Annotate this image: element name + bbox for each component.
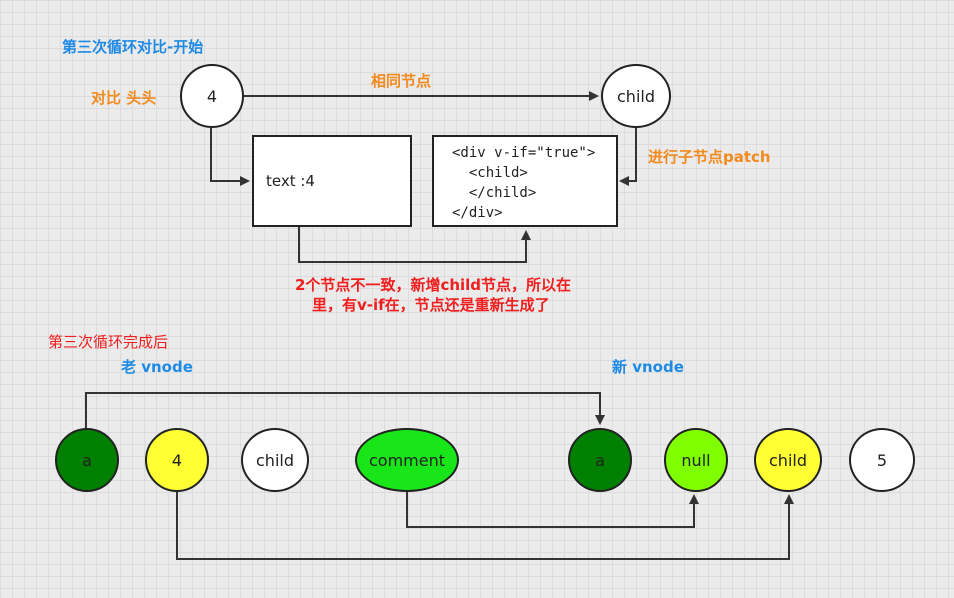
new-vnode-a-label: a	[595, 450, 605, 470]
old-vnode-4-label: 4	[171, 450, 183, 470]
arrow-text-to-div	[298, 227, 531, 263]
div-box-line-4: </div>	[452, 205, 503, 221]
arrow-old-a-to-new-a	[85, 392, 605, 428]
same-node-label: 相同节点	[371, 72, 432, 90]
top-title: 第三次循环对比-开始	[62, 38, 204, 56]
bottom-title: 第三次循环完成后	[48, 333, 169, 351]
note-line-1: 2个节点不一致，新增child节点，所以在	[295, 276, 572, 294]
note-line-2: 里，有v-if在，节点还是重新生成了	[312, 296, 550, 314]
new-vnode-null: null	[664, 428, 728, 492]
new-node-child: child	[601, 64, 671, 128]
old-vnode-4: 4	[145, 428, 209, 492]
text-box-label: text :4	[266, 172, 315, 190]
new-vnode-null-label: null	[681, 450, 711, 470]
new-vnode-child: child	[754, 428, 822, 492]
div-box-line-3: </child>	[452, 185, 537, 201]
compare-label: 对比 头头	[91, 89, 157, 107]
div-box: <div v-if="true"> <child> </child> </div>	[432, 135, 618, 227]
new-vnode-a: a	[568, 428, 632, 492]
patch-label: 进行子节点patch	[648, 148, 771, 166]
old-vnode-a-label: a	[82, 450, 92, 470]
old-vnode-a: a	[55, 428, 119, 492]
div-box-line-1: <div v-if="true">	[452, 145, 596, 161]
old-node-4: 4	[180, 64, 244, 128]
arrow-4-to-child	[176, 492, 794, 560]
new-node-child-label: child	[617, 86, 655, 106]
div-box-line-2: <child>	[452, 165, 528, 181]
old-vnode-comment: comment	[355, 428, 459, 492]
new-vnode-5: 5	[849, 428, 915, 492]
arrow-comment-to-null	[406, 492, 699, 528]
old-vnode-child-label: child	[256, 450, 294, 470]
text-box: text :4	[252, 135, 412, 227]
old-node-4-label: 4	[206, 86, 218, 106]
new-vnode-child-label: child	[769, 450, 807, 470]
old-vnode-child: child	[241, 428, 309, 492]
new-vnode-5-label: 5	[876, 450, 888, 470]
new-vnode-label: 新 vnode	[612, 358, 684, 376]
arrow-to-text-box	[210, 128, 250, 186]
old-vnode-comment-label: comment	[368, 450, 445, 470]
old-vnode-label: 老 vnode	[121, 358, 193, 376]
arrow-to-div-box	[619, 128, 637, 186]
